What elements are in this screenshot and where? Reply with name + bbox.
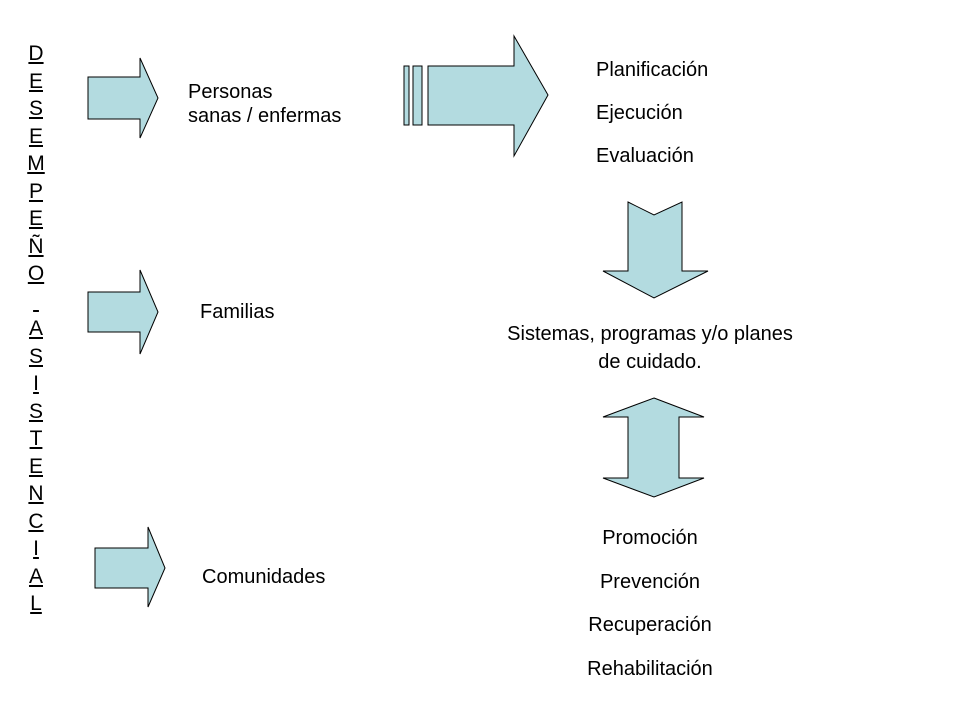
- striped-arrow-body: [427, 34, 549, 158]
- vertical-title-letter: E: [28, 124, 43, 148]
- vertical-title-letter: I: [33, 537, 39, 560]
- vertical-title-letter: M: [27, 152, 45, 175]
- target-comunidades: Comunidades: [202, 566, 326, 588]
- vertical-title-letter: A: [28, 317, 43, 340]
- striped-arrow-stripe-2: [412, 65, 423, 126]
- vertical-title-letter: C: [28, 509, 44, 533]
- central-label: Sistemas, programas y/o planes de cuidad…: [507, 323, 793, 373]
- outcome-list: Promoción Prevención Recuperación Rehabi…: [550, 517, 750, 691]
- target-personas: Personas sanas / enfermas: [188, 80, 388, 128]
- vertical-title-letter: O: [27, 262, 45, 285]
- outcome-item: Prevención: [599, 570, 701, 593]
- target-familias: Familias: [200, 301, 275, 323]
- process-item: Planificación: [596, 59, 709, 81]
- vertical-title-letter: P: [28, 179, 43, 203]
- process-item: Ejecución: [596, 102, 683, 124]
- vertical-title-letter: S: [28, 97, 43, 120]
- down-arrow: [602, 201, 709, 299]
- arrow-to-comunidades: [94, 526, 166, 608]
- vertical-title-letter: I: [33, 372, 39, 395]
- vertical-title-letter: E: [28, 454, 43, 478]
- target-personas-line-2: sanas / enfermas: [188, 105, 342, 127]
- striped-arrow-stripe-1: [403, 65, 410, 126]
- process-list: Planificación Ejecución Evaluación: [596, 49, 708, 178]
- vertical-title-letter: E: [28, 207, 43, 230]
- outcome-item: Rehabilitación: [587, 657, 713, 680]
- target-personas-line-1: Personas: [188, 81, 273, 103]
- vertical-title-letter: S: [28, 399, 43, 423]
- vertical-title-letter: A: [28, 564, 43, 588]
- vertical-title-letter: D: [28, 42, 44, 65]
- up-down-arrow: [602, 397, 705, 498]
- arrow-to-personas: [87, 57, 159, 139]
- outcome-item: Recuperación: [588, 614, 712, 636]
- process-item: Evaluación: [596, 145, 694, 167]
- vertical-title-letter: S: [28, 344, 43, 368]
- vertical-title-letter: T: [29, 427, 43, 450]
- vertical-title-letter: [22, 288, 50, 316]
- arrow-to-familias: [87, 269, 159, 355]
- outcome-item: Promoción: [602, 527, 698, 549]
- vertical-title-letter: Ñ: [28, 234, 44, 258]
- vertical-title-letter: E: [28, 69, 43, 93]
- vertical-title-letter: N: [28, 482, 44, 505]
- vertical-title-letter: L: [30, 592, 42, 615]
